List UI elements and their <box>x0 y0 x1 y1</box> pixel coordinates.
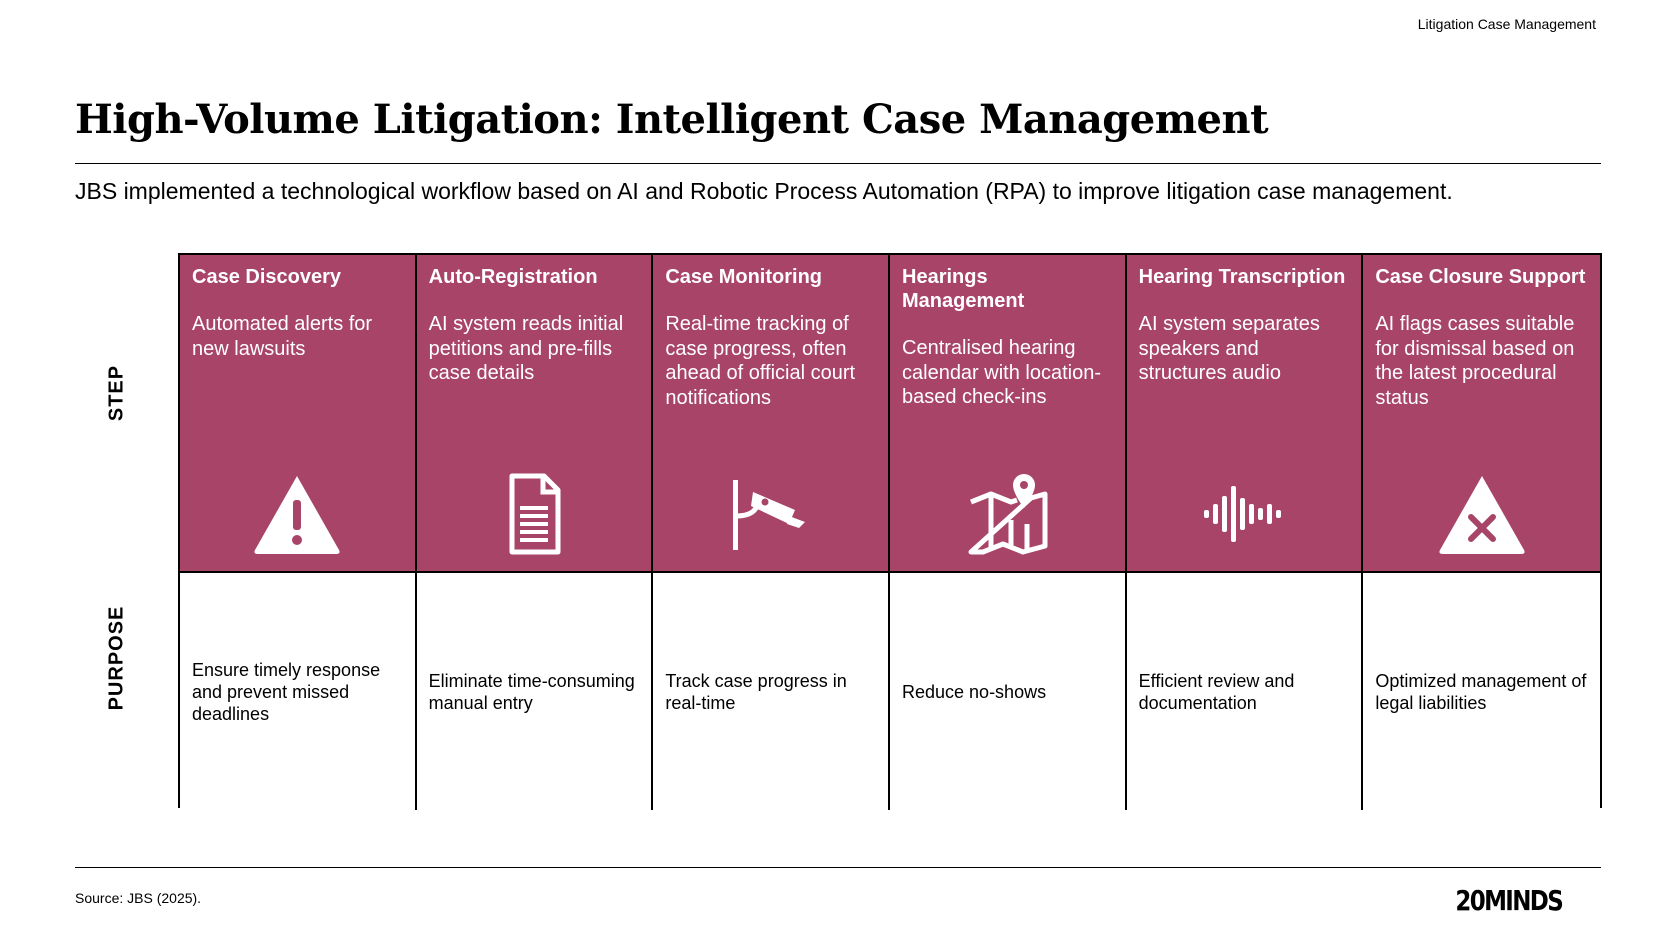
page-title: High-Volume Litigation: Intelligent Case… <box>75 96 1269 143</box>
triangle-x-icon <box>1436 472 1528 556</box>
map-pin-icon <box>961 472 1053 556</box>
purpose-cell-case-discovery: Ensure timely response and prevent misse… <box>180 573 417 810</box>
audio-waveform-icon <box>1198 472 1290 556</box>
step-title: Auto-Registration <box>428 266 598 288</box>
step-title: Hearings Management <box>902 266 1025 312</box>
step-description: AI system separates speakers and structu… <box>1138 313 1320 384</box>
step-cell-case-closure-support: Case Closure Support AI flags cases suit… <box>1363 255 1600 573</box>
step-title: Case Closure Support <box>1375 266 1586 288</box>
step-title: Case Discovery <box>192 266 341 288</box>
step-cell-hearing-transcription: Hearing Transcription AI system separate… <box>1126 255 1364 573</box>
purpose-cell-auto-registration: Eliminate time-consuming manual entry <box>416 573 654 810</box>
row-label-purpose: PURPOSE <box>105 605 128 711</box>
page-subtitle: JBS implemented a technological workflow… <box>75 178 1453 204</box>
purpose-text: Track case progress in real-time <box>665 670 847 713</box>
brand-logo: 20MINDS <box>1455 884 1563 917</box>
purpose-cell-hearings-management: Reduce no-shows <box>890 573 1127 810</box>
step-title: Hearing Transcription <box>1138 266 1346 288</box>
purpose-text: Eliminate time-consuming manual entry <box>428 670 635 713</box>
step-description: Centralised hearing calendar with locati… <box>902 337 1101 408</box>
workflow-table: Case Discovery Automated alerts for new … <box>178 253 1602 810</box>
footer-divider <box>75 867 1601 868</box>
purpose-cell-case-monitoring: Track case progress in real-time <box>653 573 890 810</box>
warning-triangle-icon <box>251 472 343 556</box>
step-description: AI flags cases suitable for dismissal ba… <box>1375 313 1575 409</box>
purpose-cell-hearing-transcription: Efficient review and documentation <box>1126 573 1364 810</box>
purpose-text: Efficient review and documentation <box>1138 670 1295 713</box>
header-tag: Litigation Case Management <box>1417 16 1596 32</box>
source-note: Source: JBS (2025). <box>75 890 202 906</box>
title-divider <box>75 163 1601 164</box>
step-title: Case Monitoring <box>665 266 822 288</box>
purpose-text: Reduce no-shows <box>902 681 1047 702</box>
step-description: Automated alerts for new lawsuits <box>192 313 373 360</box>
purpose-text: Optimized management of legal liabilitie… <box>1375 670 1587 713</box>
step-description: Real-time tracking of case progress, oft… <box>665 313 856 409</box>
document-icon <box>488 472 580 556</box>
security-camera-icon <box>725 472 817 556</box>
step-description: AI system reads initial petitions and pr… <box>428 313 624 384</box>
step-cell-case-monitoring: Case Monitoring Real-time tracking of ca… <box>653 255 890 573</box>
row-label-step: STEP <box>105 364 128 422</box>
purpose-cell-case-closure-support: Optimized management of legal liabilitie… <box>1363 573 1600 810</box>
purpose-text: Ensure timely response and prevent misse… <box>192 659 381 724</box>
step-cell-case-discovery: Case Discovery Automated alerts for new … <box>180 255 417 573</box>
step-cell-hearings-management: Hearings Management Centralised hearing … <box>890 255 1127 573</box>
step-cell-auto-registration: Auto-Registration AI system reads initia… <box>416 255 654 573</box>
